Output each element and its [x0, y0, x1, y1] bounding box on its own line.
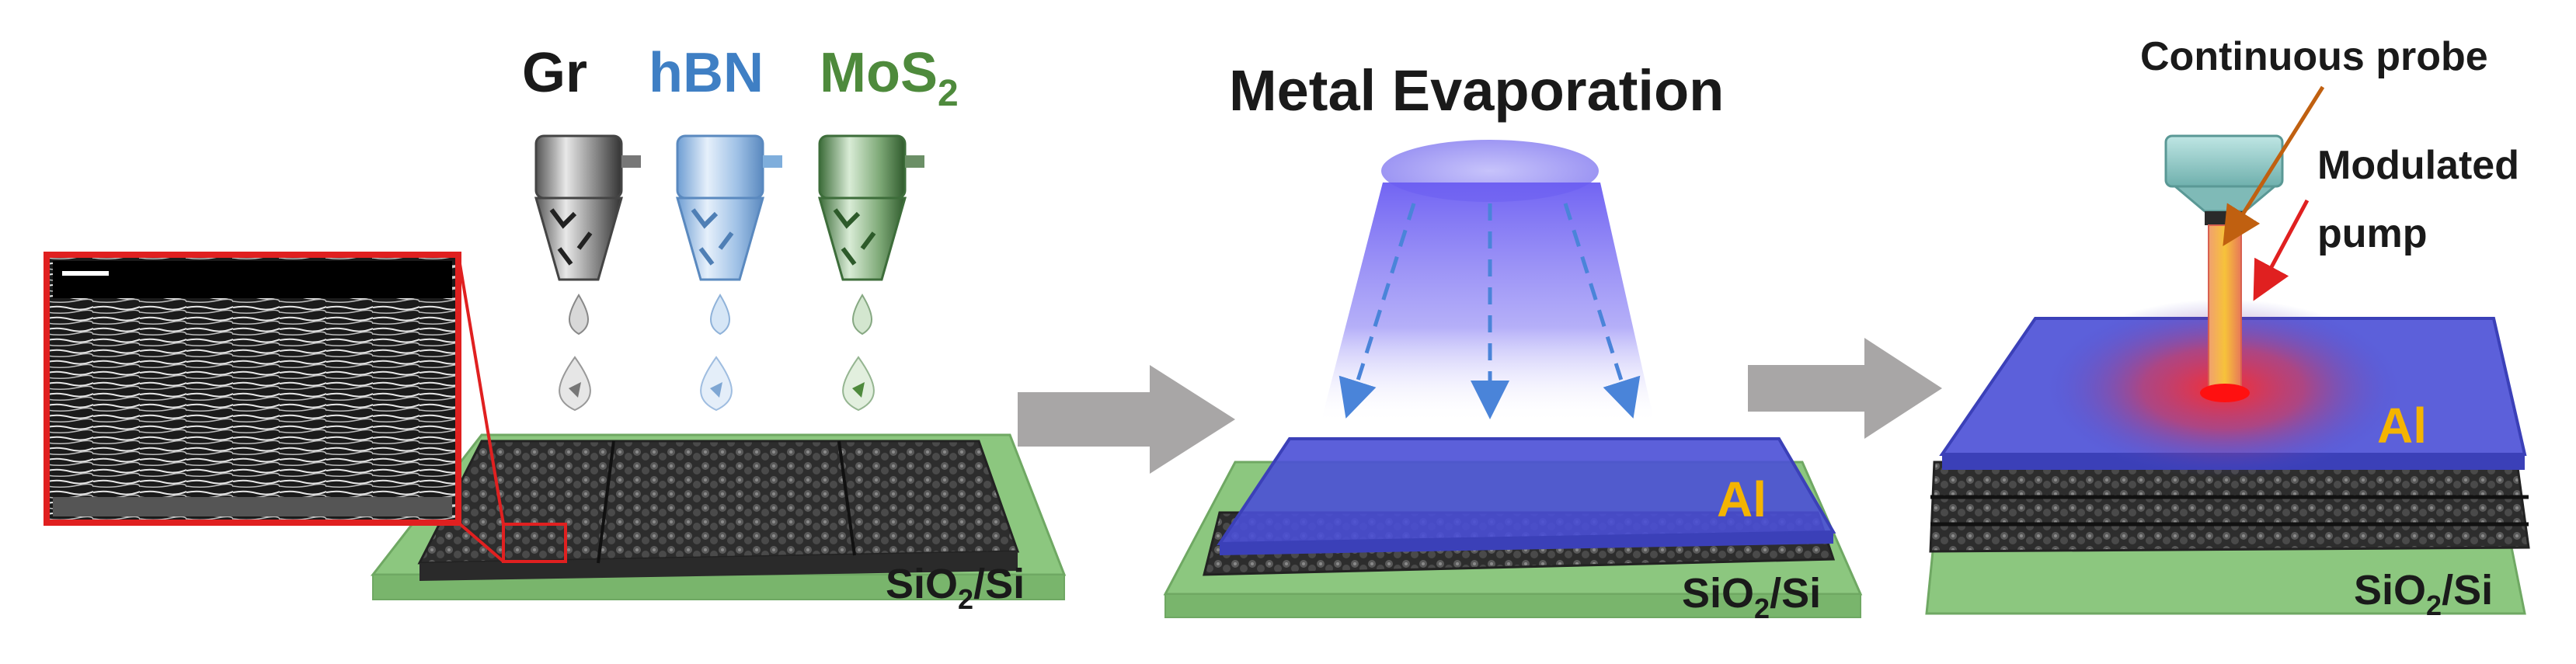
material-label-mos2-subscript: 2: [938, 73, 959, 114]
substrate-label-1-prefix: SiO: [886, 561, 958, 607]
pump-pointer-arrow: [2253, 199, 2310, 301]
film-label-2: Al: [1717, 471, 1767, 527]
probe-label: Continuous probe: [2140, 34, 2488, 79]
vial-hbn: [676, 134, 782, 412]
panel-thermoreflectance: Continuous probe Modulated pump Al SiO2/…: [1925, 34, 2530, 621]
inset-zoom-indicator: [457, 254, 567, 563]
material-label-mos2: MoS2: [820, 42, 959, 114]
pump-label-line2: pump: [2317, 211, 2428, 256]
evaporation-title: Metal Evaporation: [1229, 58, 1724, 123]
panel-metal-evaporation: Metal Evaporation Al SiO2/Si: [1163, 58, 1863, 624]
substrate-label-2-suffix: /Si: [1770, 570, 1821, 617]
substrate-label-1-subscript: 2: [958, 583, 973, 615]
vapor-direction-arrow-left: [1338, 203, 1416, 419]
vapor-beam: [1321, 183, 1655, 423]
pump-label-line1: Modulated: [2317, 143, 2519, 188]
material-label-mos2-base: MoS: [820, 42, 938, 104]
process-arrow-1: [1018, 365, 1235, 474]
substrate-label-2-subscript: 2: [1754, 593, 1770, 624]
pump-probe-beam: [2208, 224, 2242, 393]
material-label-gr: Gr: [522, 42, 587, 104]
flake-stack-panel-1: [417, 440, 1020, 581]
aluminum-film-panel-2: [1217, 437, 1836, 555]
substrate-label-2: SiO2/Si: [1682, 570, 1821, 624]
beam-spot: [2200, 384, 2250, 402]
substrate-label-1: SiO2/Si: [886, 561, 1025, 615]
substrate-label-2-prefix: SiO: [1682, 570, 1754, 617]
substrate-label-3-suffix: /Si: [2442, 567, 2493, 614]
vial-graphene: [534, 134, 641, 412]
substrate-label-3-subscript: 2: [2426, 589, 2442, 621]
substrate-label-1-suffix: /Si: [973, 561, 1025, 607]
substrate-label-3-prefix: SiO: [2354, 567, 2426, 614]
panel-ink-deposition: Gr hBN MoS2: [44, 42, 1067, 615]
sem-cross-section-inset: [44, 252, 461, 526]
probe-pointer-arrow: [2223, 85, 2325, 246]
vial-mos2: [818, 134, 924, 412]
probe-head: [2164, 134, 2284, 225]
vapor-direction-arrow-right: [1563, 203, 1641, 419]
film-label-3: Al: [2377, 398, 2427, 454]
substrate-label-3: SiO2/Si: [2354, 567, 2493, 621]
process-arrow-2: [1748, 338, 1942, 439]
material-label-hbn: hBN: [649, 42, 764, 104]
